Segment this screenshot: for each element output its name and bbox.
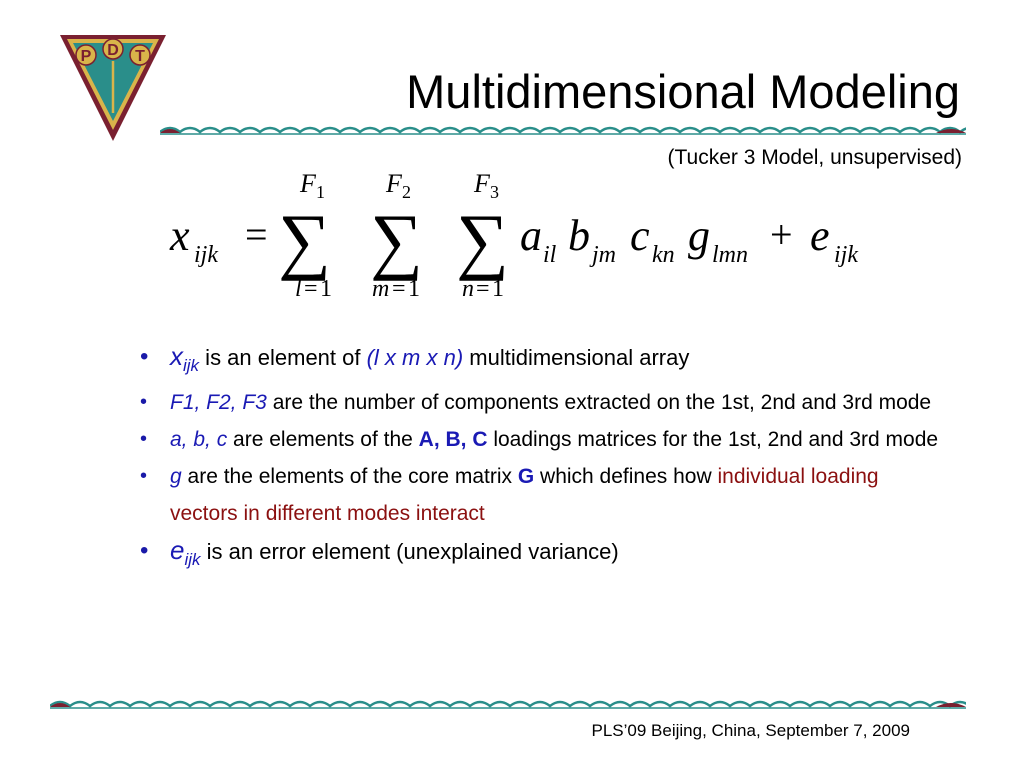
eq-sum-3-upper-sub: 3 bbox=[490, 182, 499, 202]
bullet-dot-icon: • bbox=[140, 537, 149, 564]
bullet-symbol: x bbox=[170, 341, 183, 371]
eq-sum-1: ∑ bbox=[278, 200, 331, 282]
bullet-text: are elements of the bbox=[227, 428, 419, 451]
eq-sum-3-upper: F bbox=[473, 169, 491, 198]
bullet-item-loadings: • a, b, c are elements of the A, B, C lo… bbox=[140, 421, 940, 458]
eq-error-sub: ijk bbox=[834, 242, 858, 268]
bullet-dot-icon: • bbox=[140, 343, 149, 370]
bullet-symbol-sub: ijk bbox=[184, 550, 201, 569]
bullet-dot-icon: • bbox=[140, 428, 148, 450]
bullet-strong: A, B, C bbox=[418, 428, 488, 451]
pdt-logo-icon: P D T bbox=[60, 35, 166, 141]
slide-subtitle: (Tucker 3 Model, unsupervised) bbox=[667, 146, 962, 169]
eq-term-a: a bbox=[520, 211, 542, 260]
bullet-symbol: e bbox=[170, 535, 185, 565]
eq-sum-2-upper-sub: 2 bbox=[402, 182, 411, 202]
eq-term-g-sub: lmn bbox=[712, 242, 748, 268]
bullet-item-core-matrix: • g are the elements of the core matrix … bbox=[140, 458, 940, 532]
eq-sum-2-lower-val: 1 bbox=[408, 276, 420, 302]
eq-sum-2: ∑ bbox=[370, 200, 423, 282]
bullet-emphasis: F1, F2, F3 bbox=[170, 391, 267, 414]
top-wave-divider bbox=[160, 126, 966, 135]
eq-error: e bbox=[810, 211, 830, 260]
tucker3-equation: x ijk = ∑ F 1 l = 1 ∑ F 2 m = 1 ∑ F 3 n … bbox=[169, 169, 858, 302]
eq-sum-3-lower-eq: = bbox=[476, 276, 490, 302]
logo-letter-t: T bbox=[135, 48, 145, 65]
eq-sum-3-lower-var: n bbox=[462, 276, 474, 302]
bullet-dot-icon: • bbox=[140, 465, 148, 487]
bullet-emphasis: a, b, c bbox=[170, 428, 228, 451]
eq-lhs: x bbox=[169, 211, 190, 260]
eq-term-c: c bbox=[630, 211, 650, 260]
bullet-item-eijk: • eijk is an error element (unexplained … bbox=[140, 532, 940, 578]
eq-sum-2-lower-var: m bbox=[372, 276, 389, 302]
eq-term-a-sub: il bbox=[543, 242, 557, 268]
bullet-list: • xijk is an element of (l x m x n) mult… bbox=[140, 338, 940, 578]
bullet-text: are the elements of the core matrix bbox=[181, 465, 518, 488]
eq-plus: + bbox=[770, 212, 793, 257]
eq-sum-3-lower-val: 1 bbox=[492, 276, 504, 302]
bullet-emphasis: (l x m x n) bbox=[366, 345, 464, 370]
logo-letter-p: P bbox=[81, 48, 92, 65]
bullet-text: is an error element (unexplained varianc… bbox=[200, 539, 619, 564]
eq-sum-1-upper-sub: 1 bbox=[316, 182, 325, 202]
eq-lhs-sub: ijk bbox=[194, 242, 218, 268]
eq-sum-1-lower-val: 1 bbox=[320, 276, 332, 302]
bullet-text: loadings matrices for the 1st, 2nd and 3… bbox=[487, 428, 939, 451]
bullet-strong: G bbox=[517, 465, 535, 488]
eq-term-c-sub: kn bbox=[652, 242, 675, 268]
eq-equals: = bbox=[245, 212, 268, 257]
eq-sum-3: ∑ bbox=[456, 200, 509, 282]
bullet-emphasis: g bbox=[170, 465, 182, 488]
slide-title: Multidimensional Modeling bbox=[406, 65, 960, 118]
bullet-text: are the number of components extracted o… bbox=[266, 391, 932, 414]
bullet-highlight: individual loading vectors in different … bbox=[170, 465, 879, 525]
bullet-symbol-sub: ijk bbox=[183, 356, 200, 375]
logo-letter-d: D bbox=[107, 42, 119, 59]
bullet-text: multidimensional array bbox=[463, 345, 690, 370]
bullet-item-f-components: • F1, F2, F3 are the number of component… bbox=[140, 384, 940, 421]
bottom-wave-divider bbox=[50, 700, 966, 709]
bullet-item-xijk: • xijk is an element of (l x m x n) mult… bbox=[140, 338, 940, 384]
eq-term-b: b bbox=[568, 211, 590, 260]
bullet-dot-icon: • bbox=[140, 391, 148, 413]
bullet-text: is an element of bbox=[199, 345, 367, 370]
slide-footer: PLS’09 Beijing, China, September 7, 2009 bbox=[591, 721, 910, 740]
eq-sum-2-upper: F bbox=[385, 169, 403, 198]
bullet-text: which defines how bbox=[534, 465, 718, 488]
eq-sum-2-lower-eq: = bbox=[392, 276, 406, 302]
eq-sum-1-lower-var: l bbox=[295, 276, 302, 302]
eq-term-b-sub: jm bbox=[589, 242, 616, 268]
eq-sum-1-lower-eq: = bbox=[304, 276, 318, 302]
eq-term-g: g bbox=[688, 211, 710, 260]
eq-sum-1-upper: F bbox=[299, 169, 317, 198]
